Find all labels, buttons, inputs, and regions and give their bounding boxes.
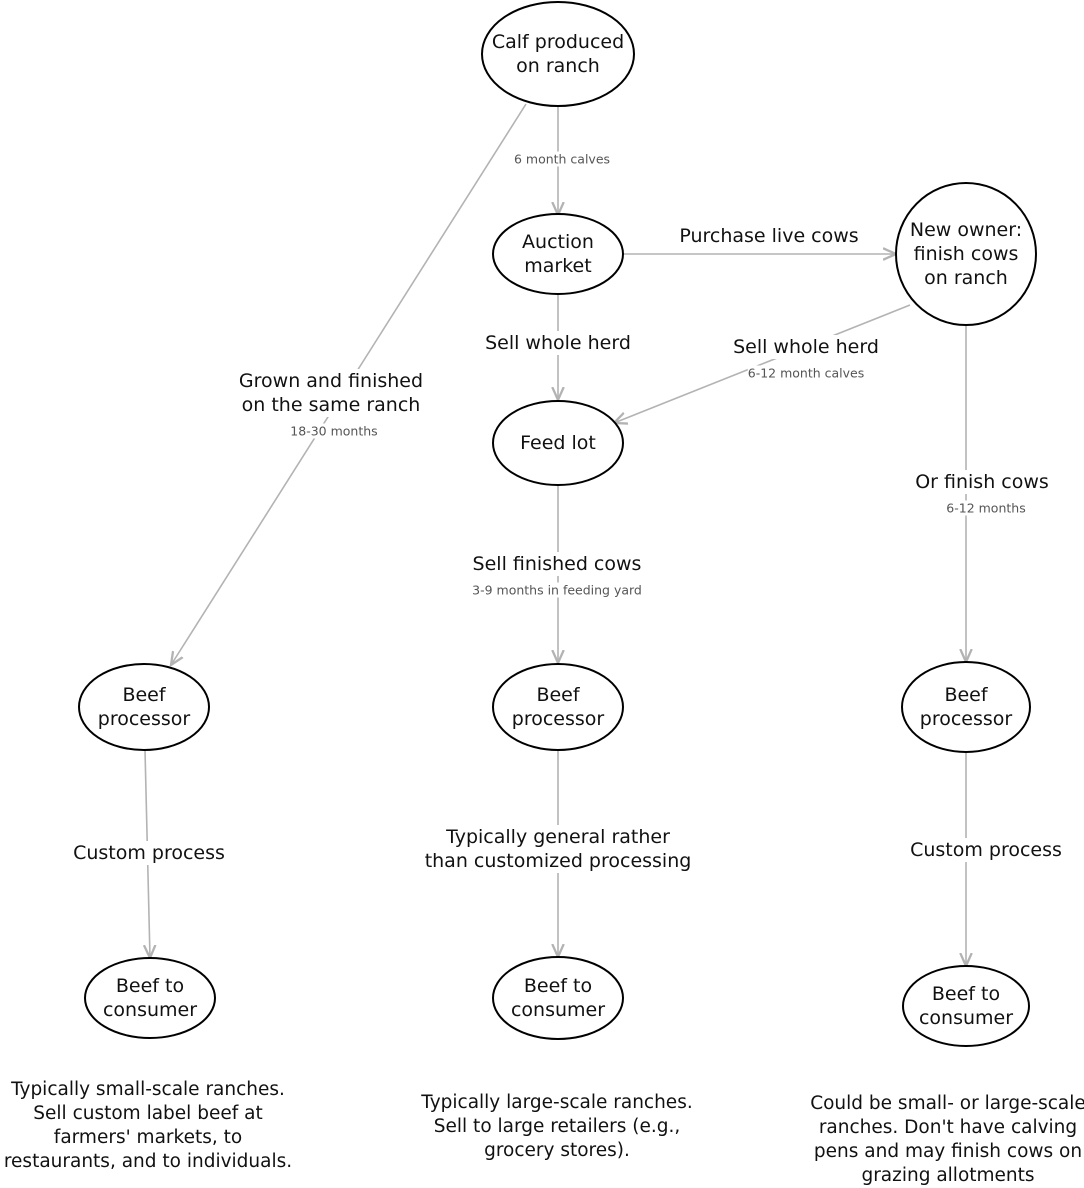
edge-label-purchase-live-cows: Purchase live cows — [678, 224, 860, 248]
node-consumer-right-shape — [902, 965, 1030, 1047]
edge-label-sell-whole-herd-auction: Sell whole herd — [484, 331, 632, 355]
node-processor-right-shape — [901, 661, 1031, 753]
note-small-scale-ranches: Typically small-scale ranches.Sell custo… — [3, 1079, 293, 1172]
node-consumer-mid-shape — [492, 956, 624, 1040]
edge-label-6-month-calves: 6 month calves — [513, 151, 611, 167]
node-feed-lot[interactable]: Feed lot — [520, 432, 596, 454]
node-processor-left-shape — [78, 663, 210, 751]
note-large-scale-ranches: Typically large-scale ranches.Sell to la… — [421, 1092, 693, 1161]
edge-sublabel-6-12-months: 6-12 months — [946, 500, 1026, 516]
node-consumer-left-shape — [84, 957, 216, 1039]
node-auction-shape — [492, 213, 624, 295]
edge-label-sell-finished-cows: Sell finished cows — [471, 552, 643, 576]
edge-owner-to-feedlot — [614, 304, 911, 423]
edge-sublabel-6-12-month-calves: 6-12 month calves — [747, 365, 865, 381]
edge-label-or-finish-cows: Or finish cows — [914, 470, 1050, 494]
edge-label-custom-process-left: Custom process — [72, 841, 226, 865]
edge-label-sell-whole-herd-owner: Sell whole herd — [732, 335, 880, 359]
edge-sublabel-3-9-months: 3-9 months in feeding yard — [472, 582, 642, 598]
node-feedlot-shape — [492, 400, 624, 486]
node-calf-shape — [481, 1, 635, 107]
edge-sublabel-18-30-months: 18-30 months — [290, 423, 378, 439]
node-new-owner-shape — [895, 182, 1037, 326]
node-processor-mid-shape — [492, 663, 624, 751]
edge-label-custom-process-right: Custom process — [909, 838, 1063, 862]
